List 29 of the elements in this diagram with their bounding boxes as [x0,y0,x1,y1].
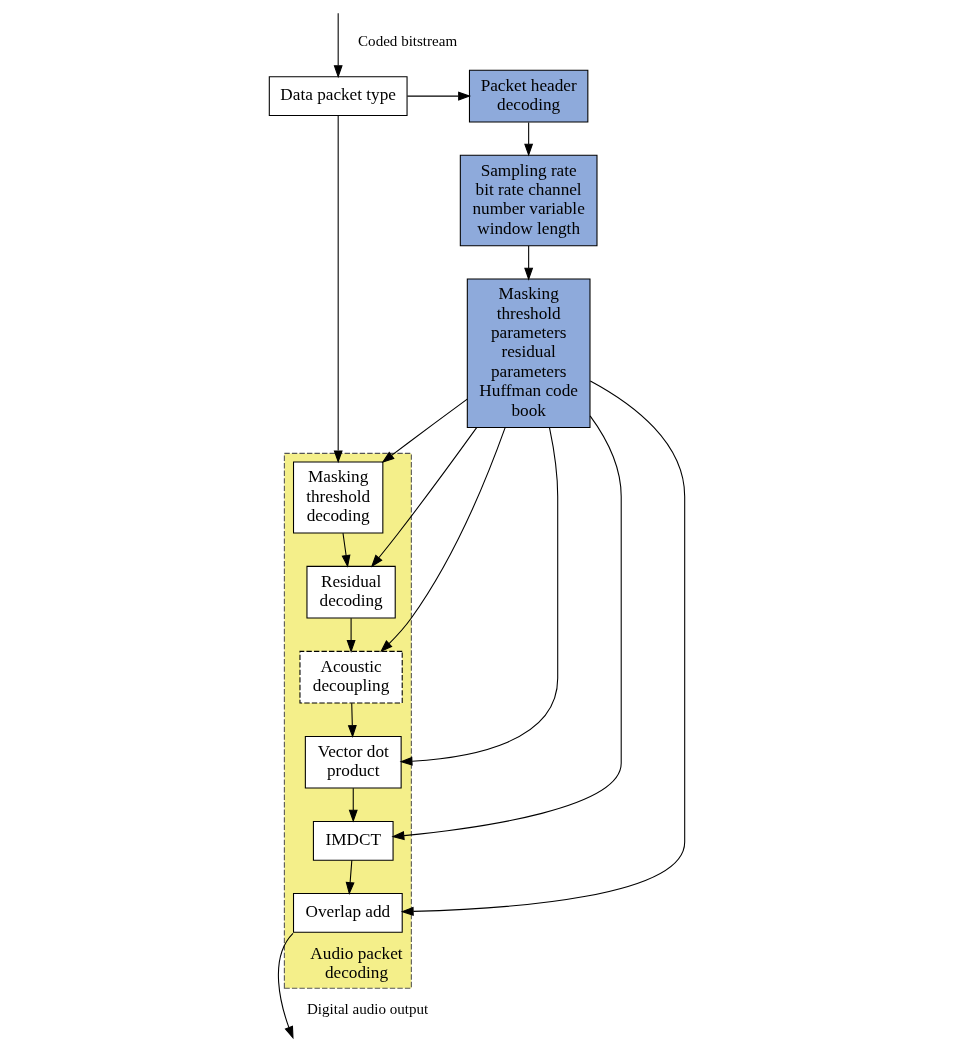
arrow [348,787,358,823]
arrow [346,617,356,653]
edge-label: Digital audio output [306,1000,429,1017]
arrow [380,427,506,653]
node-box: Acoustic decoupling [299,650,403,704]
node-box: Sampling rate bit rate channel number variable window length [459,154,598,247]
node-box: Packet header decoding [468,69,589,123]
arrow [524,245,534,281]
arrow [370,427,478,568]
arrow [381,398,468,463]
node-box: Masking threshold decoding [292,461,384,534]
arrow [406,91,472,101]
arrow [277,932,294,1040]
arrow [333,12,343,79]
arrow [399,427,559,766]
node-box: Overlap add [292,893,403,933]
node-box: Masking threshold parameters residual parameters Huffman code book [466,278,591,429]
node-box: Data packet type [268,76,408,117]
arrow [524,121,534,157]
node-box: Residual decoding [306,565,396,619]
node-box: IMDCT [312,820,394,861]
arrow [341,532,351,568]
node-box: Vector dot product [304,735,402,789]
arrow [400,380,686,916]
arrow [347,702,357,738]
arrow [391,415,622,841]
arrow [333,115,343,464]
arrow [345,859,355,895]
edge-label: Coded bitstream [358,33,458,50]
